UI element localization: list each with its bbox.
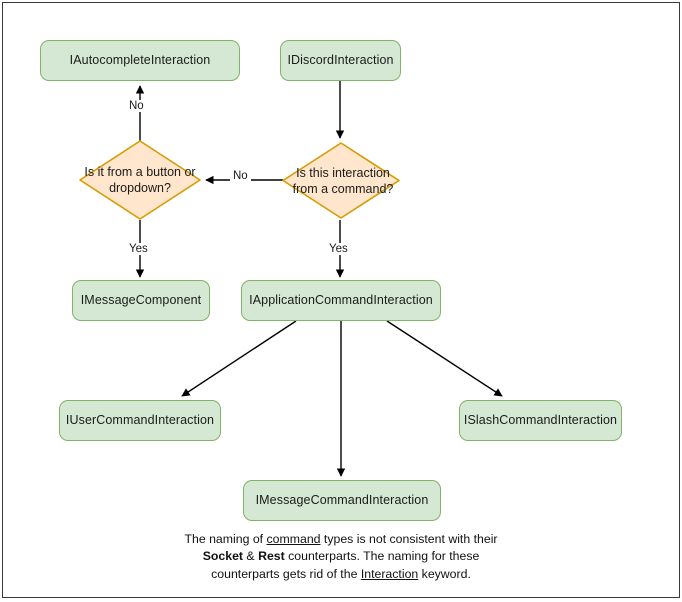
edge-label-no-to-autocomplete: No bbox=[126, 100, 147, 112]
caption-socket-bold: Socket bbox=[202, 549, 244, 564]
caption-interaction-underlined: Interaction bbox=[360, 566, 419, 581]
caption-line3-part-b: keyword. bbox=[418, 566, 471, 581]
node-message-component[interactable]: IMessageComponent bbox=[72, 280, 210, 321]
node-application-command-interaction[interactable]: IApplicationCommandInteraction bbox=[241, 280, 441, 321]
caption-line2-rest: counterparts. The naming for these bbox=[284, 549, 480, 564]
edge-label-no-between-decisions: No bbox=[230, 170, 251, 182]
node-user-command-interaction[interactable]: IUserCommandInteraction bbox=[59, 400, 221, 441]
caption-line-3: counterparts gets rid of the Interaction… bbox=[120, 566, 562, 583]
edge-app-command-to-slash-command bbox=[386, 320, 503, 397]
edge-label-yes-to-message-component: Yes bbox=[126, 243, 151, 255]
caption-ampersand: & bbox=[243, 549, 259, 564]
node-message-command-interaction[interactable]: IMessageCommandInteraction bbox=[243, 480, 441, 521]
edge-label-yes-to-app-command: Yes bbox=[326, 243, 351, 255]
caption-line1-part-a: The naming of bbox=[184, 532, 267, 546]
diagram-caption: The naming of command types is not consi… bbox=[120, 531, 562, 583]
edge-app-command-to-user-command bbox=[181, 320, 297, 397]
node-autocomplete-interaction[interactable]: IAutocompleteInteraction bbox=[40, 40, 240, 81]
caption-line3-part-a: counterparts gets rid of the bbox=[211, 566, 361, 581]
caption-line1-part-b: types is not consistent with their bbox=[320, 532, 498, 546]
caption-command-underlined: command bbox=[266, 532, 321, 546]
caption-line-1: The naming of command types is not consi… bbox=[120, 531, 562, 548]
node-slash-command-interaction[interactable]: ISlashCommandInteraction bbox=[459, 400, 622, 441]
node-decision-is-this-interaction-from-command[interactable]: Is this interaction from a command? bbox=[282, 142, 400, 219]
node-decision-is-it-from-button-or-dropdown[interactable]: Is it from a button or dropdown? bbox=[79, 140, 201, 220]
decision-diamond-shape bbox=[79, 140, 201, 220]
node-discord-interaction[interactable]: IDiscordInteraction bbox=[280, 40, 401, 81]
decision-diamond-shape bbox=[282, 142, 400, 219]
caption-rest-bold: Rest bbox=[258, 549, 285, 564]
caption-line-2: Socket & Rest counterparts. The naming f… bbox=[120, 548, 562, 565]
